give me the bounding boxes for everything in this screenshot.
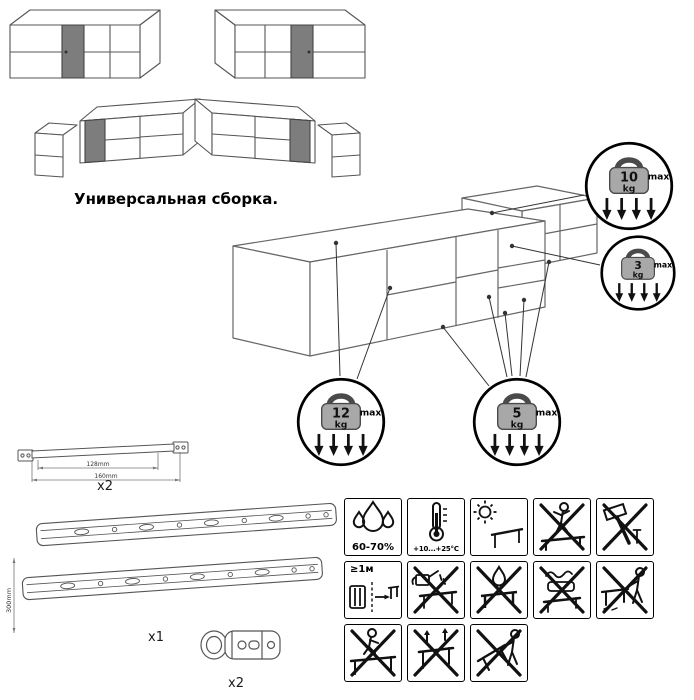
kettlebell-body-icon <box>621 256 655 280</box>
weight-limit-badge-3kg: 3 kg max <box>599 234 677 312</box>
page-title: Универсальная сборка. <box>74 190 279 208</box>
care-cell-no-lifting-top <box>407 624 465 682</box>
thermometer-icon <box>429 502 447 542</box>
kettlebell-body-icon <box>608 166 650 195</box>
assembly-variants-drawing <box>9 9 366 178</box>
weight-value: 3 <box>634 259 642 272</box>
load-arrows-icon <box>615 283 661 302</box>
slides-length-dimension: 300mm <box>5 588 13 613</box>
heat-source-distance-icon <box>349 582 400 612</box>
weight-badge-icon: 3 kg max <box>600 235 676 311</box>
weight-max-label: max <box>360 408 382 419</box>
weight-max-label: max <box>536 408 558 419</box>
care-cell-no-dragging <box>596 561 654 619</box>
no-jumping-icon <box>539 502 586 551</box>
rail-quantity: x2 <box>97 479 113 494</box>
desk-drawing <box>232 208 546 357</box>
sunlight-table-icon <box>473 500 524 548</box>
weight-badge-icon: 5 kg max <box>472 377 562 467</box>
care-cell-no-tilt-moving <box>470 624 528 682</box>
load-arrows-icon <box>314 433 368 457</box>
kettlebell-body-icon <box>320 402 362 431</box>
hinge-drawing <box>200 630 281 660</box>
care-cell-no-hammering <box>596 498 654 556</box>
rail-outer-dimension: 160mm <box>94 473 117 480</box>
no-standing-on-table-icon <box>349 628 397 677</box>
kettlebell-body-icon <box>496 402 538 431</box>
care-cell-no-jumping <box>533 498 591 556</box>
no-moving-tilted-icon <box>476 629 522 677</box>
dimension-lines <box>31 452 181 482</box>
no-liquid-drops-icon <box>476 565 522 614</box>
weight-value: 12 <box>332 406 350 421</box>
humidity-icon <box>352 500 395 532</box>
weight-max-label: max <box>648 172 670 183</box>
weight-value: 5 <box>513 406 522 421</box>
care-cell-humidity: 60-70% <box>344 498 402 556</box>
care-instructions-grid: 60-70% +10...+25°C <box>344 498 654 682</box>
weight-unit: kg <box>511 420 524 431</box>
care-cell-no-standing <box>344 624 402 682</box>
weight-unit: kg <box>623 184 636 195</box>
weight-badge-icon: 12 kg max <box>296 377 386 467</box>
no-wet-cloth-icon <box>539 566 585 614</box>
weight-unit: kg <box>633 271 644 280</box>
drawer-slides-drawing: 300mm <box>5 502 338 633</box>
weight-limit-badge-10kg: 10 kg max <box>583 140 675 232</box>
weight-unit: kg <box>335 420 348 431</box>
care-cell-heat-distance: ≥1м <box>344 561 402 619</box>
rail-inner-dimension: 128mm <box>86 461 109 468</box>
weight-max-label: max <box>654 261 672 270</box>
care-cell-no-wet-cloth <box>533 561 591 619</box>
heat-distance-value: ≥1м <box>350 564 374 575</box>
care-cell-sunlight <box>470 498 528 556</box>
humidity-value: 60-70% <box>351 542 394 553</box>
no-pouring-liquids-icon <box>411 566 459 614</box>
load-arrows-icon <box>602 197 656 221</box>
care-cell-temperature: +10...+25°C <box>407 498 465 556</box>
load-arrows-icon <box>490 433 544 457</box>
temperature-range: +10...+25°C <box>413 545 459 553</box>
weight-limit-badge-5kg: 5 kg max <box>471 376 563 468</box>
no-dragging-icon <box>600 566 648 614</box>
callout-lines <box>335 194 601 387</box>
slides-quantity: x1 <box>148 630 164 645</box>
care-cell-no-pouring <box>407 561 465 619</box>
hinge-quantity: x2 <box>228 676 244 691</box>
no-hammering-icon <box>602 502 648 551</box>
no-lifting-by-top-icon <box>413 628 459 677</box>
length-dimension-line <box>12 558 16 633</box>
weight-value: 10 <box>620 170 638 185</box>
weight-limit-badge-12kg: 12 kg max <box>295 376 387 468</box>
callout-dots <box>333 210 552 330</box>
care-cell-no-liquid <box>470 561 528 619</box>
weight-badge-icon: 10 kg max <box>584 141 674 231</box>
mounting-rail-drawing: 128mm 160mm <box>17 441 189 482</box>
